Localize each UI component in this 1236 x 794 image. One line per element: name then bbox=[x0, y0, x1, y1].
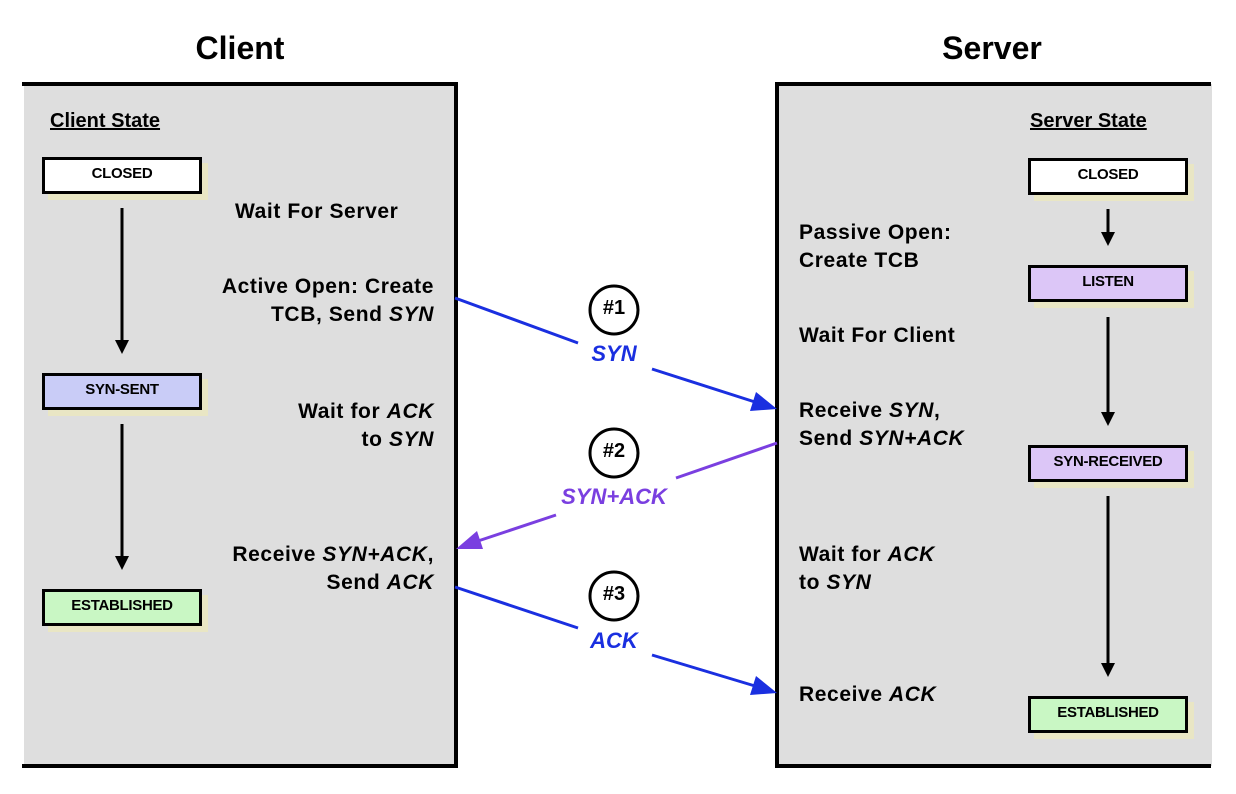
message-2-number: #2 bbox=[602, 440, 626, 462]
client-bottom-border bbox=[22, 764, 458, 768]
client-title: Client bbox=[195, 30, 285, 66]
server-listen-to-syn-received-arrow bbox=[1101, 317, 1115, 426]
message-1-badge bbox=[588, 284, 640, 336]
client-label-receive-synack: Receive SYN+ACK, Send ACK bbox=[232, 543, 434, 594]
client-state-established: ESTABLISHED bbox=[42, 589, 202, 626]
server-panel bbox=[775, 84, 1212, 766]
client-state-syn-sent: SYN-SENT bbox=[42, 373, 202, 410]
message-3-name: ACK bbox=[590, 628, 638, 653]
client-label-wait-server: Wait For Server bbox=[235, 200, 399, 223]
server-title: Server bbox=[942, 30, 1042, 66]
server-label-wait-client: Wait For Client bbox=[799, 324, 956, 347]
message-syn-arrow bbox=[454, 296, 777, 411]
client-label-wait-ack: Wait for ACK to SYN bbox=[298, 400, 434, 451]
message-1-number: #1 bbox=[602, 297, 626, 319]
server-label-wait-ack: Wait for ACK to SYN bbox=[799, 543, 935, 594]
message-2-badge bbox=[588, 427, 640, 479]
server-top-border bbox=[775, 82, 1211, 86]
client-label-active-open: Active Open: Create TCB, Send SYN bbox=[221, 275, 434, 326]
message-3-number: #3 bbox=[602, 583, 626, 605]
message-ack-arrow bbox=[454, 585, 777, 695]
client-state-closed: CLOSED bbox=[42, 157, 202, 194]
server-state-closed: CLOSED bbox=[1028, 158, 1188, 195]
server-label-receive-ack: Receive ACK bbox=[799, 683, 937, 706]
client-top-border bbox=[22, 82, 458, 86]
server-state-listen: LISTEN bbox=[1028, 265, 1188, 302]
server-state-syn-received: SYN-RECEIVED bbox=[1028, 445, 1188, 482]
message-1-name: SYN bbox=[591, 341, 637, 366]
message-synack-arrow bbox=[456, 441, 778, 549]
client-panel bbox=[24, 84, 458, 766]
message-3-badge bbox=[588, 570, 640, 622]
client-closed-to-syn-sent-arrow bbox=[115, 208, 129, 354]
server-state-established: ESTABLISHED bbox=[1028, 696, 1188, 733]
server-label-passive-open: Passive Open: Create TCB bbox=[799, 221, 952, 272]
server-state-heading: Server State bbox=[1030, 110, 1147, 132]
server-syn-received-to-established-arrow bbox=[1101, 496, 1115, 677]
message-2-name: SYN+ACK bbox=[561, 484, 667, 509]
client-state-heading: Client State bbox=[50, 110, 161, 132]
server-closed-to-listen-arrow bbox=[1101, 209, 1115, 246]
server-bottom-border bbox=[775, 764, 1211, 768]
server-label-receive-syn: Receive SYN, Send SYN+ACK bbox=[799, 399, 965, 450]
client-syn-sent-to-established-arrow bbox=[115, 424, 129, 570]
